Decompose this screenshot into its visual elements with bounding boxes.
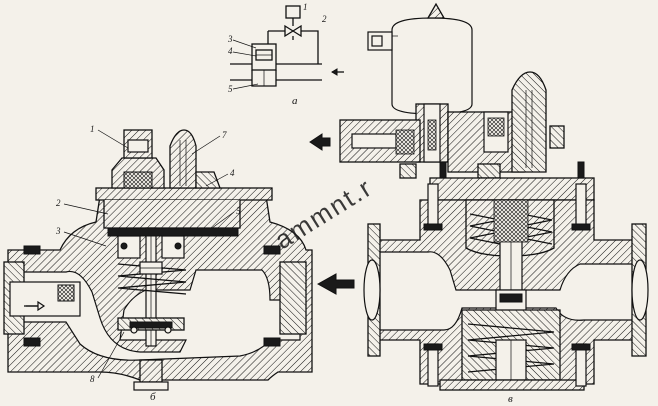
valve-b-label-4: 4 xyxy=(230,168,235,178)
schematic-label-5: 5 xyxy=(228,84,233,94)
schematic-label-1: 1 xyxy=(303,2,308,12)
valve-b-label-7: 7 xyxy=(222,130,227,140)
valve-b-label-2: 2 xyxy=(56,198,61,208)
valve-b-label-8: 8 xyxy=(90,374,95,384)
valve-v: в xyxy=(309,2,649,405)
schematic-label-4: 4 xyxy=(228,46,233,56)
valve-b-label-5: 5 xyxy=(236,206,241,216)
schematic-label-2: 2 xyxy=(322,14,327,24)
valve-b-label-3: 3 xyxy=(55,226,61,236)
schematic-a: 1 2 3 4 5 а xyxy=(227,2,344,107)
caption-a: а xyxy=(292,95,298,107)
caption-v: в xyxy=(508,393,513,405)
valve-b-label-1: 1 xyxy=(90,124,95,134)
schematic-label-3: 3 xyxy=(227,34,233,44)
watermark-text: ammnt.r xyxy=(269,172,378,255)
caption-b: б xyxy=(150,391,156,403)
valve-b: 1 7 2 4 5 3 8 б xyxy=(3,124,313,403)
